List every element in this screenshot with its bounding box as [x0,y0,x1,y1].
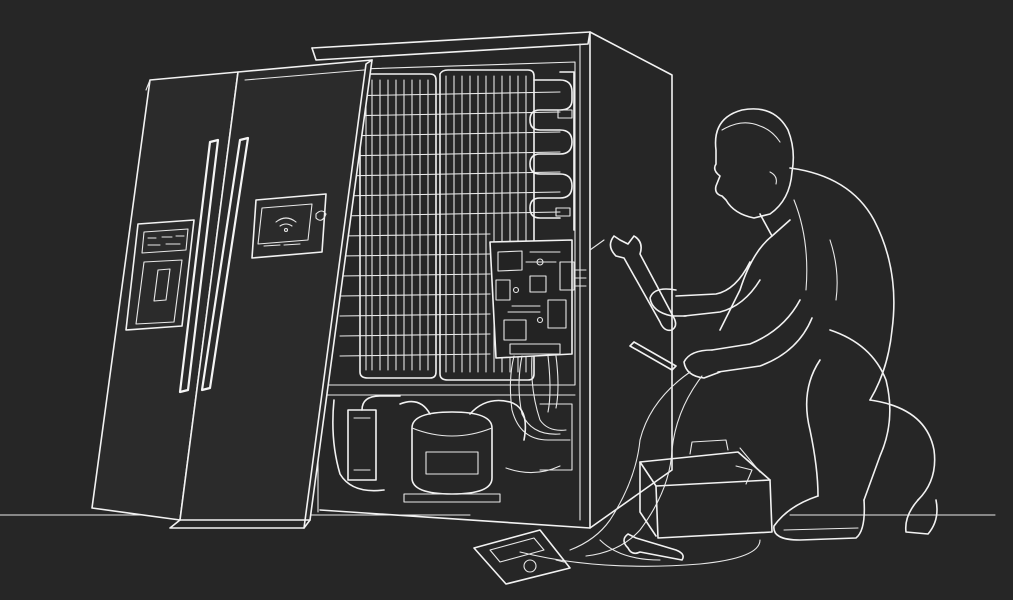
filter-drier [332,395,401,492]
multimeter [473,529,571,585]
adjustable-wrench [609,235,677,332]
technician [649,108,938,541]
spanner-on-floor [623,533,684,561]
wiring-harness [509,355,571,441]
water-dispenser [125,219,195,331]
compressor [399,399,527,503]
test-probe-and-leads [569,239,703,557]
work-mat [519,539,761,567]
toolbox [639,439,773,539]
control-circuit-board [489,239,587,359]
door-handles [178,136,250,394]
fan-bracket [505,403,573,474]
refrigerator-right-door [169,59,373,529]
smart-display-panel [251,193,327,259]
refrigerator-cabinet [311,31,673,529]
